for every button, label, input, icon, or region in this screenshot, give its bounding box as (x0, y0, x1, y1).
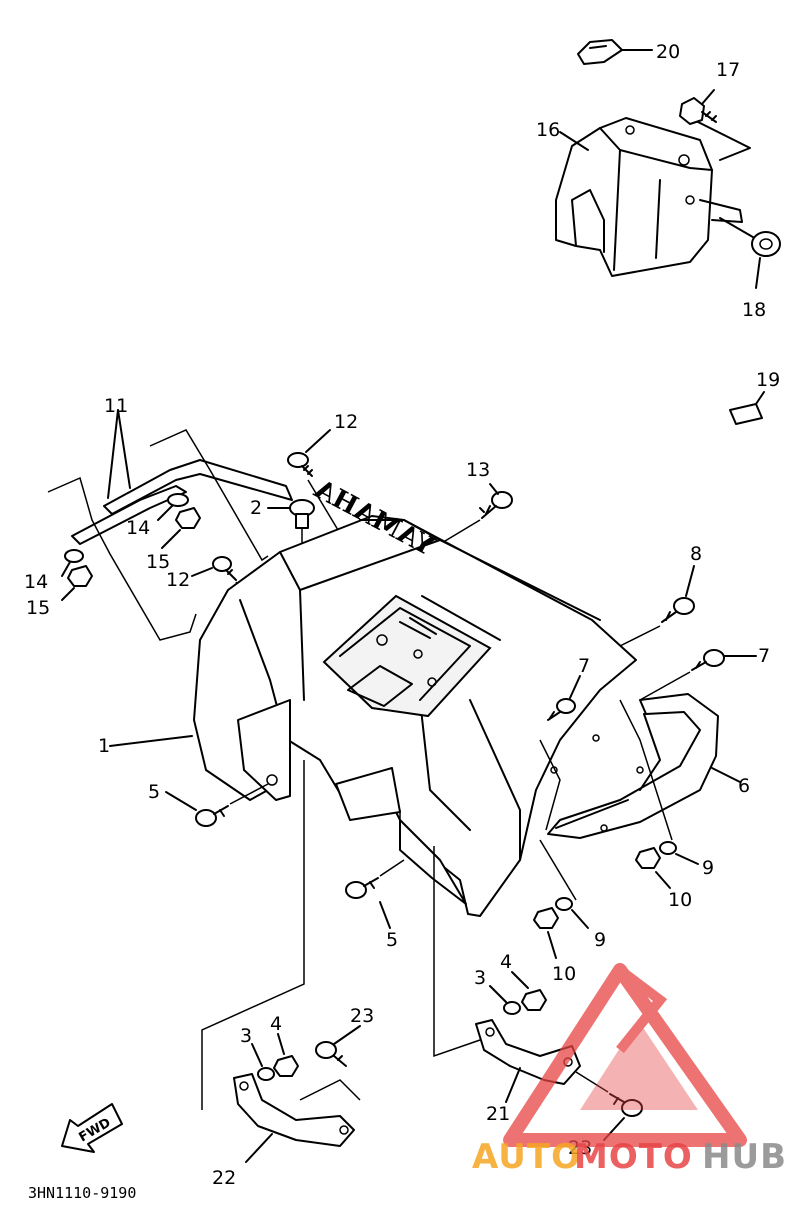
callout-17: 17 (716, 59, 740, 81)
box-part-16 (555, 117, 759, 277)
callout-14-mid: 14 (126, 517, 150, 539)
callout-23-left: 23 (350, 1005, 374, 1027)
callout-10-mid: 10 (552, 963, 576, 985)
washer-part-9-a (659, 841, 699, 865)
pad-part-19 (729, 391, 765, 425)
callout-12-left: 12 (166, 569, 190, 591)
forward-arrow-icon: FWD (61, 1103, 123, 1153)
bolt-part-17 (679, 89, 717, 125)
bolt-part-5-a (165, 783, 269, 827)
callout-21: 21 (486, 1103, 510, 1125)
bolt-part-8 (619, 565, 695, 647)
bolt-part-23-right (575, 1071, 643, 1141)
bolt-part-7-b (547, 675, 581, 721)
callout-7-mid: 7 (578, 655, 590, 677)
callout-15-left: 15 (26, 597, 50, 619)
nut-part-15-a (61, 565, 93, 601)
callout-16: 16 (536, 119, 560, 141)
leader-lines (201, 760, 481, 1110)
nut-part-4-left (273, 1033, 299, 1077)
callout-12-top: 12 (334, 411, 358, 433)
callout-15-mid: 15 (146, 551, 170, 573)
callout-1: 1 (98, 735, 110, 757)
washer-part-9-b (539, 839, 589, 929)
washer-part-14-a (61, 549, 84, 577)
watermark-auto: AUTO (472, 1137, 581, 1177)
nut-part-15-b (161, 507, 201, 549)
callout-3-right: 3 (474, 967, 486, 989)
part-code: 3HN1110-9190 (28, 1184, 136, 1202)
callout-11: 11 (104, 395, 128, 417)
callout-20: 20 (656, 41, 680, 63)
callout-18: 18 (742, 299, 766, 321)
washer-part-3-left (251, 1043, 275, 1081)
bolt-part-13 (439, 483, 513, 545)
nut-part-10-a (635, 847, 671, 889)
watermark-triangle-icon (503, 963, 747, 1147)
bolt-part-5-b (345, 859, 405, 929)
nut-part-4-right (511, 971, 547, 1011)
callout-9-right: 9 (702, 857, 714, 879)
bolt-part-23-left (315, 1025, 361, 1067)
callout-8: 8 (690, 543, 702, 565)
bracket-part-22 (233, 1073, 355, 1163)
callout-4-left: 4 (270, 1013, 282, 1035)
callout-2: 2 (250, 497, 262, 519)
rail-part-11 (47, 409, 293, 641)
bolt-part-7-a (639, 649, 757, 701)
callout-5-right: 5 (386, 929, 398, 951)
watermark-hub: HUB (702, 1137, 787, 1177)
washer-part-3-right (489, 985, 521, 1015)
flap-part-6 (539, 693, 741, 841)
callout-10-right: 10 (668, 889, 692, 911)
watermark-logo: AUTO MOTO HUB (472, 963, 787, 1177)
washer-part-14-b (157, 493, 189, 521)
callout-labels: 1 2 3 4 3 4 5 5 6 7 7 8 9 9 10 10 11 12 … (24, 41, 780, 1189)
callout-13: 13 (466, 459, 490, 481)
callout-22: 22 (212, 1167, 236, 1189)
callout-3-left: 3 (240, 1025, 252, 1047)
watermark-moto: MOTO (574, 1137, 693, 1177)
callout-4-right: 4 (500, 951, 512, 973)
fender-part-1: YAMAHA (193, 474, 637, 917)
clip-part-20 (577, 39, 653, 65)
callout-6: 6 (738, 775, 750, 797)
callout-9-mid: 9 (594, 929, 606, 951)
callout-7-right: 7 (758, 645, 770, 667)
nut-part-18 (751, 231, 781, 289)
callout-19: 19 (756, 369, 780, 391)
callout-5-left: 5 (148, 781, 160, 803)
nut-part-10-b (533, 907, 559, 959)
callout-14-left: 14 (24, 571, 48, 593)
